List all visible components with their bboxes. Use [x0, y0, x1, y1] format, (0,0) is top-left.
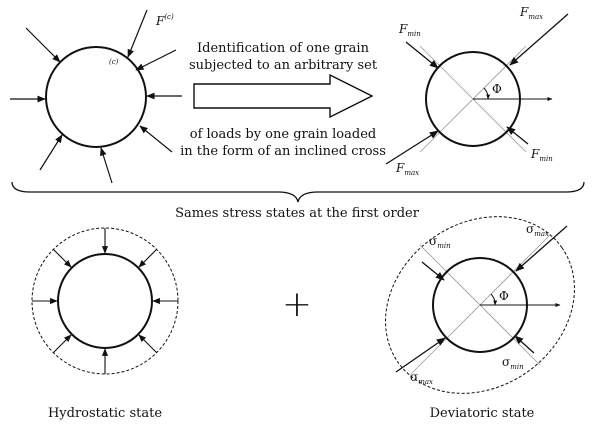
deviatoric-caption: Deviatoric state	[430, 406, 535, 421]
deviatoric-grain: Φ σmax σmax σmin σmin	[385, 216, 575, 394]
load-arrow	[25, 27, 61, 63]
angle-arc	[490, 293, 498, 306]
hydrostatic-grain	[31, 227, 179, 375]
inclined-cross-grain: Φ Fmax Fmax Fmin Fmin	[385, 5, 569, 177]
smin-arrow	[514, 335, 535, 354]
phi-label: Φ	[492, 82, 502, 96]
load-arrow	[127, 9, 148, 58]
pressure-arrow	[53, 249, 72, 268]
fmax-arrow	[509, 13, 569, 66]
load-arrow	[39, 134, 63, 171]
fmin-label: Fmin	[530, 147, 553, 163]
pressure-arrow	[138, 249, 157, 268]
arrow-caption-line2: subjected to an arbitrary set	[189, 58, 378, 73]
fmin-arrow	[506, 126, 529, 145]
fmin-arrow	[405, 41, 439, 69]
smin-label: σmin	[502, 355, 524, 371]
force-label: F(c)	[155, 13, 174, 28]
smax-arrow	[395, 337, 446, 373]
fmin-label: Fmin	[398, 22, 421, 38]
smax-label: σmax	[410, 370, 433, 386]
smin-arrow	[421, 261, 445, 281]
arrow-caption-line3: of loads by one grain loaded	[190, 127, 376, 142]
phi-label: Φ	[499, 289, 509, 303]
load-arrow	[139, 125, 173, 153]
arrow-caption-line1: Identification of one grain	[197, 41, 370, 56]
fmax-label: Fmax	[395, 161, 419, 177]
load-arrow	[135, 49, 177, 71]
arbitrary-loaded-grain: F(c) (c)	[10, 9, 182, 184]
smax-arrow	[515, 225, 568, 272]
arrow-caption-line4: in the form of an inclined cross	[180, 144, 386, 159]
hydrostatic-arrows	[32, 228, 178, 374]
hydrostatic-caption: Hydrostatic state	[48, 406, 162, 421]
fmax-arrow	[385, 130, 439, 165]
arbitrary-load-arrows	[10, 9, 182, 184]
smin-label: σmin	[429, 234, 451, 250]
angle-arc	[483, 87, 491, 100]
grouping-brace	[11, 181, 585, 203]
deviatoric-envelope	[385, 216, 575, 394]
load-arrow	[100, 147, 113, 184]
brace-caption: Sames stress states at the first order	[175, 206, 420, 221]
contact-label: (c)	[109, 58, 119, 66]
pressure-arrow	[138, 334, 157, 353]
plus-sign: +	[282, 284, 312, 325]
pressure-arrow	[53, 334, 72, 353]
fmax-label: Fmax	[519, 5, 543, 21]
smax-label: σmax	[526, 222, 549, 238]
transformation-arrow	[193, 73, 374, 119]
